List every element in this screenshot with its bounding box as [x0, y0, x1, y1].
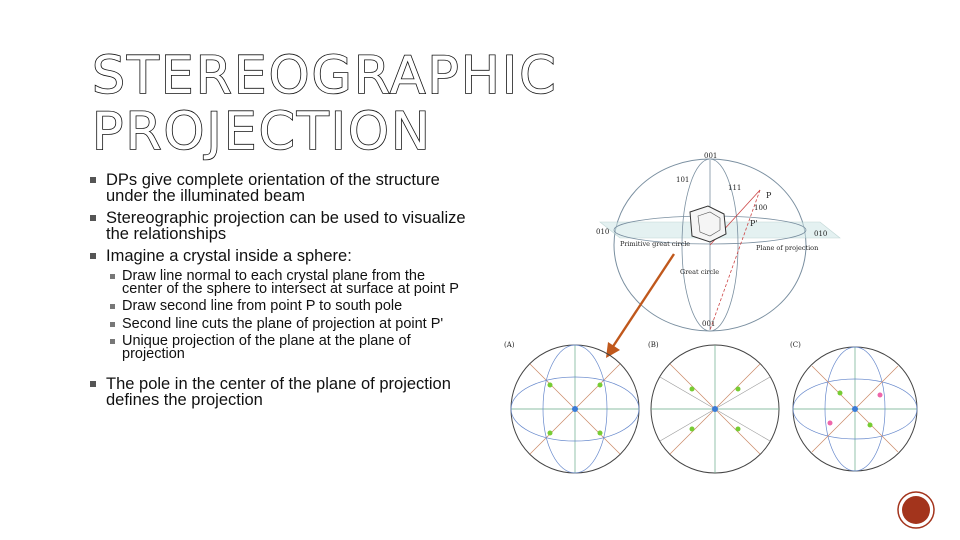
sphere-diagram: 001 001 010 010 101 111 100 P P' Primiti… — [596, 152, 841, 332]
page-number-badge — [896, 490, 936, 530]
projection-c — [792, 346, 918, 472]
bullet-item: Stereographic projection can be used to … — [88, 210, 468, 242]
stereographic-projections: (A) (B) (C) — [504, 341, 918, 474]
bullet-item: Imagine a crystal inside a sphere: — [88, 248, 468, 264]
label-p-prime: P' — [750, 219, 758, 228]
projection-b — [650, 344, 780, 474]
bullet-item: DPs give complete orientation of the str… — [88, 172, 468, 204]
label-plane: Plane of projection — [756, 244, 818, 252]
label-p: P — [766, 191, 772, 200]
sphere-label-bottom: 001 — [702, 320, 715, 328]
label-100: 100 — [754, 204, 767, 212]
projection-label-b: (B) — [648, 341, 659, 349]
slide-title: STEREOGRAPHIC PROJECTION — [91, 46, 612, 162]
projection-label-c: (C) — [790, 341, 801, 349]
sub-bullet-item: Unique projection of the plane at the pl… — [108, 334, 468, 361]
sub-bullet-item: Second line cuts the plane of projection… — [108, 317, 468, 330]
bullet-list: DPs give complete orientation of the str… — [88, 172, 468, 414]
arrow-icon — [606, 253, 676, 358]
label-101: 101 — [676, 176, 689, 184]
projection-label-a: (A) — [504, 341, 515, 349]
badge-circle-icon — [897, 491, 935, 529]
bullet-item: The pole in the center of the plane of p… — [88, 376, 468, 408]
sphere-label-top: 001 — [704, 152, 717, 160]
title-line-2: PROJECTION — [91, 102, 432, 162]
projection-a — [510, 344, 640, 474]
sub-bullet-item: Draw second line from point P to south p… — [108, 299, 468, 313]
sub-bullet-item: Draw line normal to each crystal plane f… — [108, 269, 468, 296]
label-primitive: Primitive great circle — [620, 240, 690, 248]
sub-bullet-list: Draw line normal to each crystal plane f… — [108, 269, 468, 361]
label-111: 111 — [728, 184, 741, 192]
label-great-circle: Great circle — [680, 268, 719, 276]
title-line-1: STEREOGRAPHIC — [91, 46, 558, 106]
sphere-label-right: 010 — [814, 230, 827, 238]
sphere-label-left: 010 — [596, 228, 609, 236]
